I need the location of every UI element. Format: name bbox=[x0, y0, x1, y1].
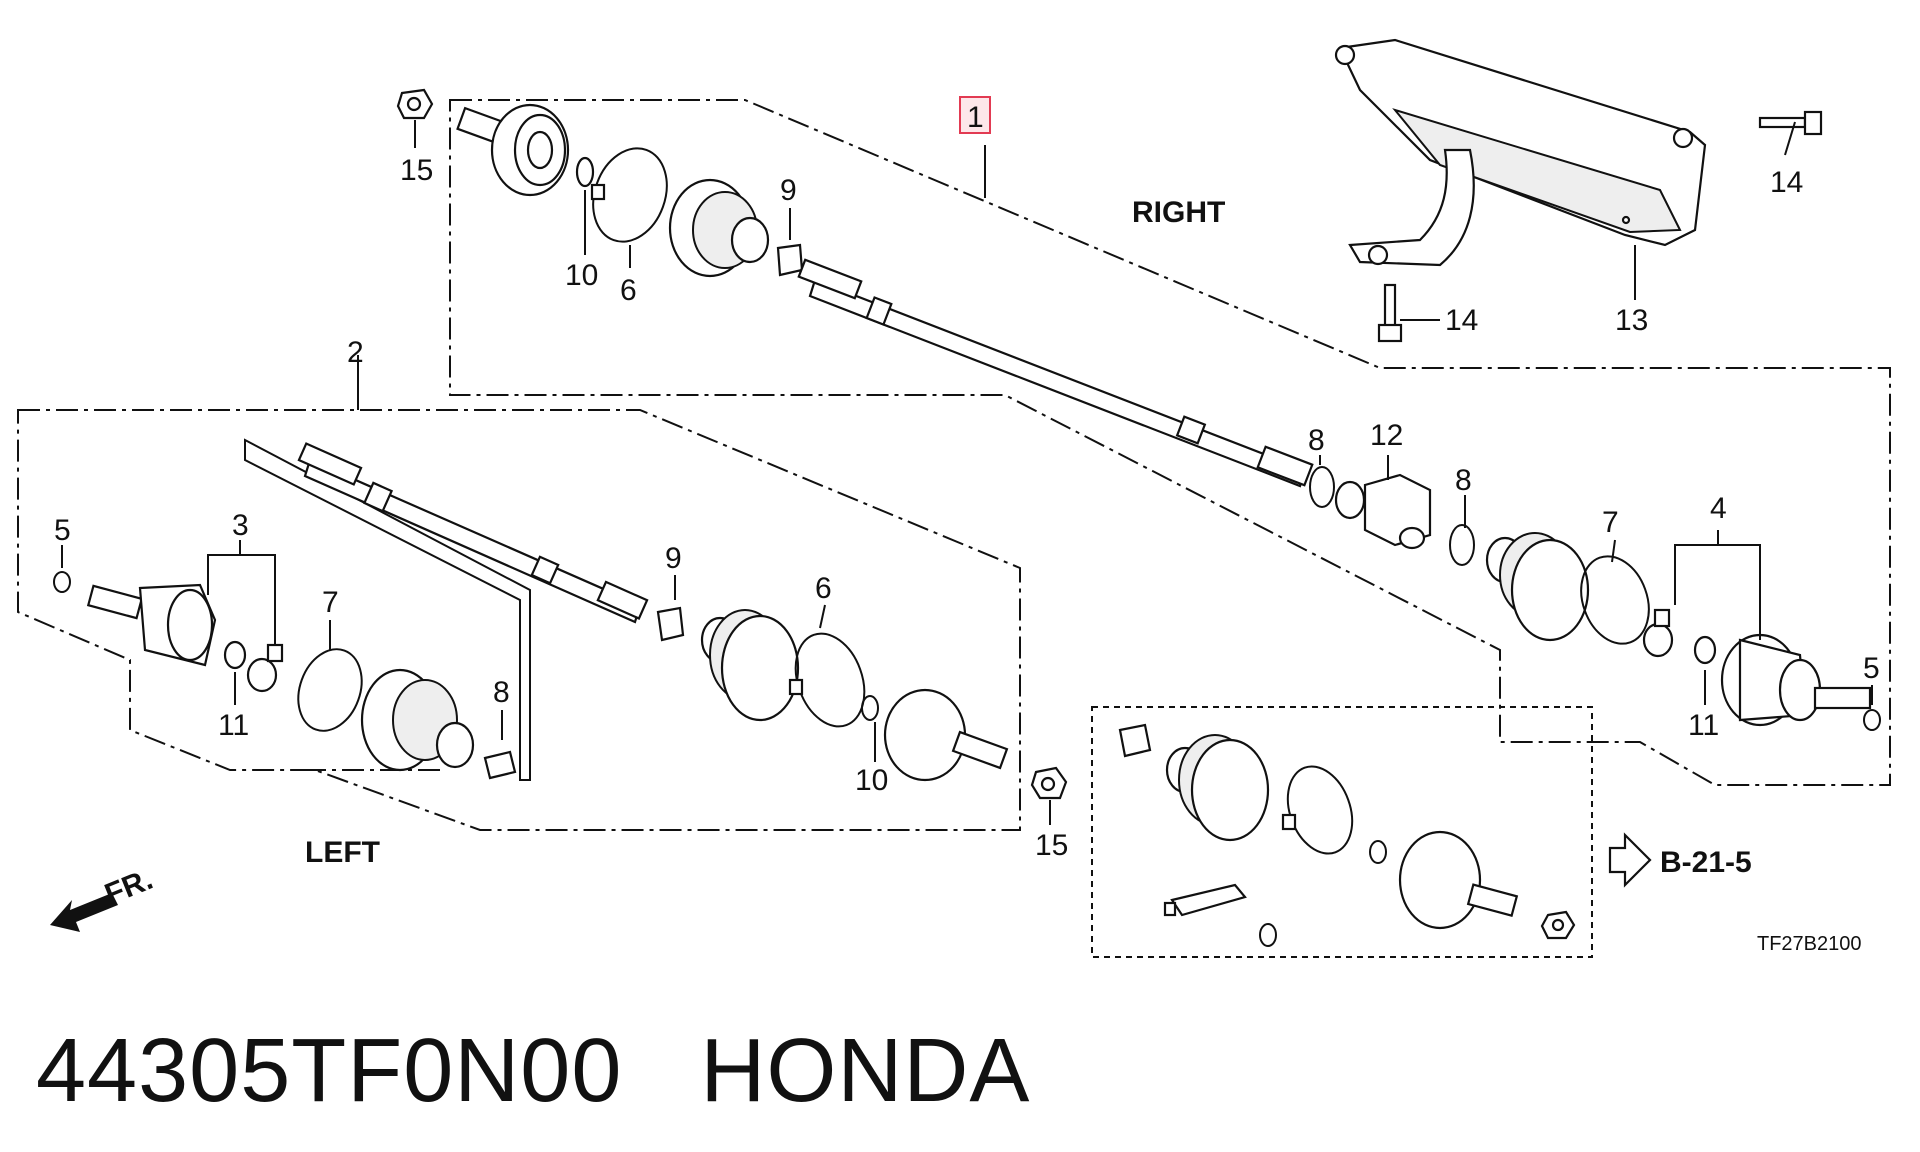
boot-mid bbox=[700, 609, 800, 722]
callout-10-top: 10 bbox=[565, 259, 598, 292]
kit-band bbox=[1281, 765, 1354, 855]
callout-11-left: 11 bbox=[218, 709, 249, 742]
clip-ring-11-right bbox=[1693, 635, 1717, 665]
left-halfshaft bbox=[297, 442, 649, 624]
callout-14-top: 14 bbox=[1770, 166, 1803, 199]
inner-joint-left bbox=[86, 583, 217, 667]
front-arrow-icon bbox=[50, 893, 118, 932]
snap-ring-8-right bbox=[1449, 524, 1475, 566]
clip-ring-5-right bbox=[1863, 709, 1881, 731]
tripod-joint-4 bbox=[1642, 608, 1674, 658]
reference-code: B-21-5 bbox=[1660, 846, 1752, 879]
kit-boot-band bbox=[1118, 723, 1152, 758]
side-label-left: LEFT bbox=[305, 836, 380, 869]
boot-right bbox=[1485, 532, 1590, 642]
left-shaft-frame bbox=[244, 438, 531, 781]
boot-left bbox=[360, 668, 475, 772]
callout-6-mid: 6 bbox=[815, 572, 832, 605]
clip-ring-10-top bbox=[575, 156, 595, 188]
callout-9-top: 9 bbox=[780, 174, 797, 207]
clip-ring-10-mid bbox=[861, 695, 879, 721]
clip-ring-11-left bbox=[223, 640, 247, 670]
kit-snap-ring bbox=[1259, 923, 1277, 947]
part-number: 44305TF0N00 bbox=[36, 1021, 623, 1121]
callout-13: 13 bbox=[1615, 304, 1648, 337]
dynamic-damper-12 bbox=[1334, 473, 1432, 550]
kit-boot bbox=[1165, 734, 1270, 842]
callout-10-mid: 10 bbox=[855, 764, 888, 797]
heat-shield-bracket bbox=[1334, 38, 1707, 267]
callout-8-left: 8 bbox=[493, 676, 510, 709]
callout-3: 3 bbox=[232, 509, 249, 542]
callout-15-top: 15 bbox=[400, 154, 433, 187]
callout-5-right: 5 bbox=[1863, 652, 1880, 685]
snap-ring-8-mid bbox=[1309, 466, 1335, 508]
nut-15-top bbox=[396, 88, 434, 120]
brand-name: HONDA bbox=[700, 1021, 1031, 1121]
side-label-right: RIGHT bbox=[1132, 196, 1225, 229]
kit-group-outline bbox=[1091, 706, 1593, 958]
kit-outer-joint bbox=[1398, 830, 1519, 930]
snap-ring-8-left bbox=[483, 750, 517, 780]
inner-joint-right bbox=[1720, 633, 1872, 727]
callout-6-top: 6 bbox=[620, 274, 637, 307]
boot-band-6-top bbox=[590, 147, 668, 243]
bolt-14-bottom bbox=[1377, 283, 1403, 343]
inner-joint-right-top bbox=[456, 103, 570, 197]
boot-band-7-right bbox=[1580, 555, 1650, 645]
callout-5-left: 5 bbox=[54, 514, 71, 547]
callout-9-mid: 9 bbox=[665, 542, 682, 575]
callout-8-mid: 8 bbox=[1308, 424, 1325, 457]
nut-15-bottom bbox=[1030, 766, 1068, 800]
boot-band-9-top bbox=[776, 243, 804, 277]
boot-band-7-left bbox=[297, 648, 363, 732]
callout-7-right: 7 bbox=[1602, 506, 1619, 539]
reference-arrow-icon bbox=[1608, 832, 1652, 888]
kit-nut bbox=[1540, 910, 1576, 940]
outer-joint-mid bbox=[883, 688, 1009, 782]
bolt-14-top bbox=[1758, 110, 1823, 136]
callout-12: 12 bbox=[1370, 419, 1403, 452]
callout-2: 2 bbox=[347, 336, 364, 369]
part-caption: 44305TF0N00 HONDA bbox=[36, 1020, 1030, 1123]
callout-15-bottom: 15 bbox=[1035, 829, 1068, 862]
tripod-joint-3 bbox=[246, 643, 284, 693]
kit-clip-ring bbox=[1369, 840, 1387, 864]
front-marker: FR. bbox=[100, 863, 157, 912]
boot-band-9-mid bbox=[656, 606, 685, 642]
callout-4: 4 bbox=[1710, 492, 1727, 525]
callout-1: 1 bbox=[967, 101, 984, 134]
callout-11-right: 11 bbox=[1688, 709, 1719, 742]
right-halfshaft bbox=[797, 258, 1314, 488]
boot-top bbox=[668, 178, 770, 278]
clip-ring-5-left bbox=[53, 571, 71, 593]
diagram-code: TF27B2100 bbox=[1757, 933, 1862, 955]
callout-1-highlight bbox=[959, 96, 991, 134]
callout-7-left: 7 bbox=[322, 586, 339, 619]
exploded-parts-diagram: B-21-5 FR. RIGHT LEFT TF27B2100 1 2 3 4 … bbox=[17, 38, 1891, 958]
right-shaft-group-outline bbox=[449, 99, 1891, 786]
kit-grease-tube bbox=[1163, 883, 1247, 917]
callout-8-right: 8 bbox=[1455, 464, 1472, 497]
callout-14-bottom: 14 bbox=[1445, 304, 1478, 337]
boot-band-6-mid bbox=[788, 632, 866, 728]
